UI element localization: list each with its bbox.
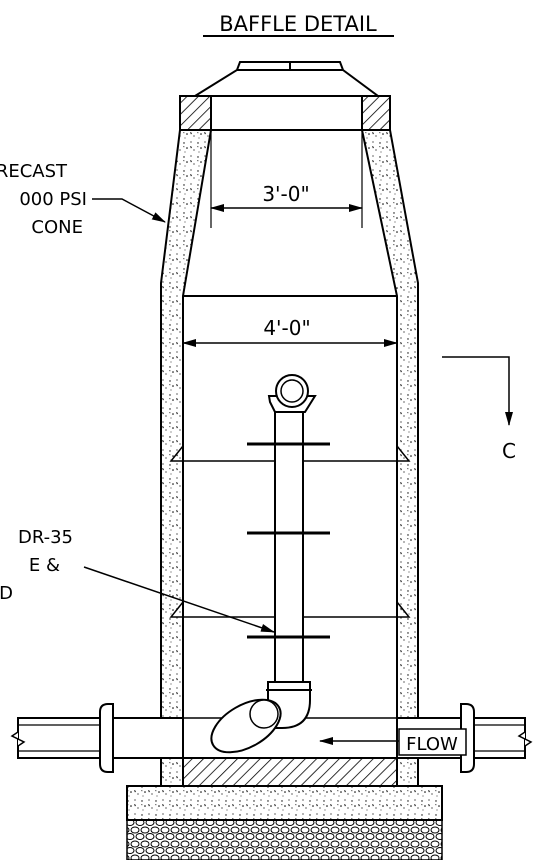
baffle-tee-inner [280, 379, 304, 403]
flow-label-box [398, 728, 467, 756]
section-marker-line [442, 356, 513, 426]
cone-leader-line [92, 198, 166, 223]
baffle-riser-pipe [274, 409, 304, 683]
outlet-break-line [10, 718, 26, 758]
baffle-outlet-opening [249, 699, 279, 729]
concrete-footing [126, 785, 443, 821]
pipe-callout-line-1: DR-35 [18, 527, 73, 548]
dim-3ft-text: 3'-0" [262, 182, 309, 206]
manhole-left-wall [160, 129, 213, 787]
section-marker-label: C [502, 439, 516, 463]
cone-callout-line-2: 000 PSI [19, 189, 87, 210]
frame-and-cover [191, 61, 382, 97]
joint-notch-left-2 [169, 601, 184, 618]
cone-callout-line-3: CONE [31, 217, 83, 238]
cone-callout-line-1: RECAST [0, 161, 68, 182]
gravel-base [126, 819, 443, 860]
outlet-pipe-bell [99, 703, 114, 773]
flow-label: FLOW [406, 734, 458, 755]
joint-notch-left-1 [169, 445, 184, 462]
adjusting-ring-right [361, 95, 391, 131]
pipe-leader-line [83, 566, 275, 633]
detail-title: BAFFLE DETAIL [219, 12, 377, 36]
inlet-break-line [517, 718, 533, 758]
joint-notch-right-1 [396, 445, 411, 462]
joint-notch-right-2 [396, 601, 411, 618]
dim-4ft-text: 4'-0" [263, 316, 310, 340]
manhole-right-wall [360, 129, 419, 787]
adjusting-ring-left [179, 95, 212, 131]
pipe-callout-line-2: E & [29, 555, 60, 576]
pipe-callout-line-3: D [0, 583, 13, 604]
floor-slab [182, 757, 398, 787]
